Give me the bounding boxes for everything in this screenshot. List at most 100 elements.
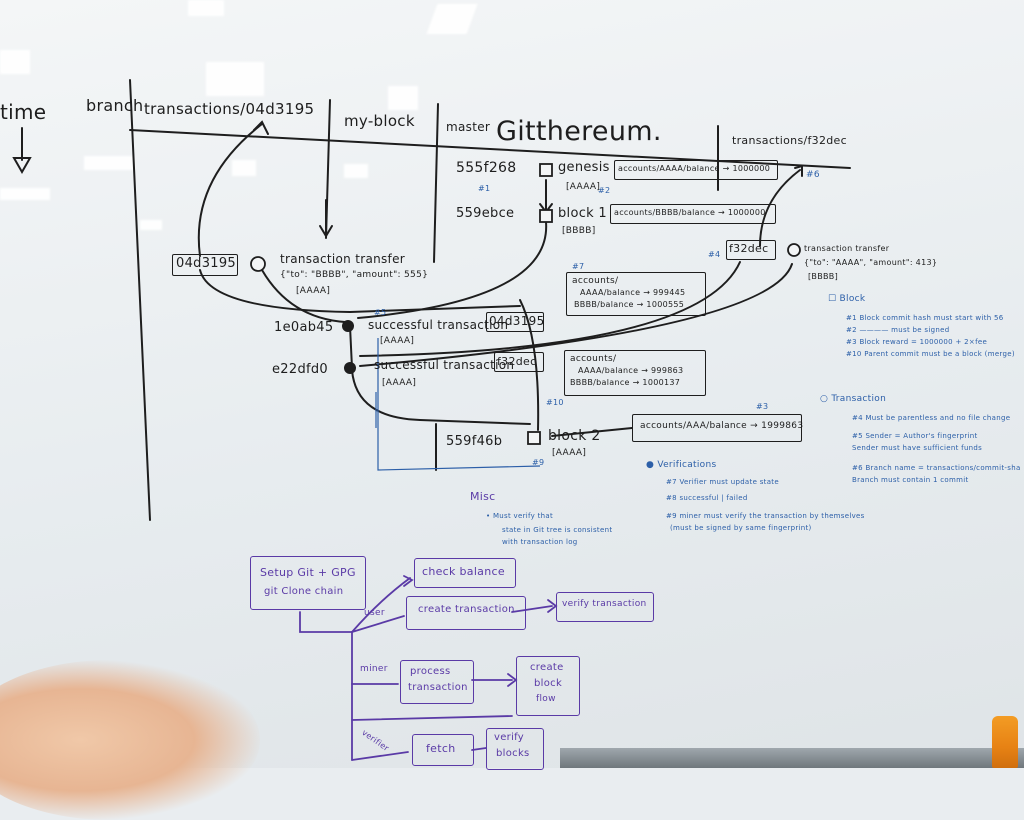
notes-misc-title: Misc — [470, 490, 496, 503]
tx2-hash-box — [726, 240, 776, 260]
notes-transaction-item: Branch must contain 1 commit — [852, 476, 969, 484]
notes-verifications-title: ● Verifications — [646, 460, 717, 470]
flow-verify-blocks-line2: blocks — [496, 748, 530, 759]
commit2-label: successful transaction — [374, 358, 515, 372]
commit1-hash: 1e0ab45 — [274, 320, 334, 335]
ceiling-light-reflection — [0, 188, 50, 200]
tx2-title: transaction transfer — [804, 244, 890, 253]
block1-hash: 559ebce — [456, 206, 515, 221]
block1-state-box — [610, 204, 776, 224]
flow-user-label: user — [364, 608, 385, 618]
block2-hash: 559f46b — [446, 434, 503, 449]
flow-fetch-box — [412, 734, 474, 766]
flow-verify-transaction-box — [556, 592, 654, 622]
notes-block-title-text: Block — [839, 294, 866, 304]
notes-verifications-title-text: Verifications — [657, 460, 717, 470]
block2-ref-10: #10 — [546, 398, 564, 407]
notes-verification-item: (must be signed by same fingerprint) — [670, 524, 812, 532]
block2-state-ref: #3 — [756, 402, 769, 411]
commit2-signer: [AAAA] — [382, 378, 417, 388]
notes-misc-text: Must verify that — [492, 512, 554, 520]
flow-create-transaction: create transaction — [418, 604, 515, 615]
genesis-hash: 555f268 — [456, 160, 517, 176]
ceiling-light-reflection — [188, 0, 224, 16]
flow-create-block-line1: create — [530, 662, 564, 673]
notes-transaction-title: ○ Transaction — [820, 394, 886, 404]
block1-signer: [BBBB] — [562, 226, 596, 236]
notes-transaction-item: #5 Sender = Author's fingerprint — [852, 432, 978, 440]
flow-create-block-line2: block — [534, 678, 563, 689]
block1-state: accounts/BBBB/balance → 1000000 — [614, 208, 766, 217]
genesis-state-box — [614, 160, 778, 180]
page-title: Gitthereum. — [496, 116, 662, 147]
genesis-signer: [AAAA] — [566, 182, 601, 192]
transactions-branch-label: transactions/04d3195 — [144, 100, 315, 118]
flow-setup-line1: Setup Git + GPG — [260, 566, 356, 579]
time-axis-label: time — [0, 100, 47, 124]
block2-state-box — [632, 414, 802, 442]
flow-check-balance: check balance — [422, 565, 505, 578]
tx1-signer: [AAAA] — [296, 286, 331, 296]
flow-verify-blocks-line1: verify — [494, 732, 525, 743]
commit2-state-line1: accounts/ — [570, 354, 617, 364]
tx2-ref: #4 — [708, 250, 721, 259]
flow-setup-line2: git Clone chain — [264, 586, 344, 597]
notes-verification-item: #7 Verifier must update state — [666, 478, 779, 486]
commit1-state-line1: accounts/ — [572, 276, 619, 286]
tx1-title: transaction transfer — [280, 252, 405, 266]
tx1-hash-box — [172, 254, 238, 276]
block1-ref: #2 — [598, 186, 611, 195]
notes-verification-item: #9 miner must verify the transaction by … — [666, 512, 865, 520]
checkbox-icon: ☐ — [828, 294, 837, 304]
genesis-ref: #1 — [478, 184, 491, 193]
flow-create-block-box — [516, 656, 580, 716]
commit1-signer: [AAAA] — [380, 336, 415, 346]
flow-check-balance-box — [414, 558, 516, 588]
notes-misc-item: state in Git tree is consistent — [502, 526, 613, 534]
ceiling-light-reflection — [388, 86, 418, 110]
board-tray — [560, 748, 1024, 768]
notes-misc-item: • Must verify that — [486, 512, 554, 520]
ceiling-light-reflection — [206, 62, 264, 96]
block1-label: block 1 — [558, 206, 607, 221]
commit2-state-box — [564, 350, 706, 396]
genesis-label: genesis — [558, 160, 610, 175]
notes-block-item: #1 Block commit hash must start with 56 — [846, 314, 1004, 322]
commit1-tx-box — [486, 312, 544, 332]
circle-icon: ○ — [820, 394, 829, 404]
block2-label: block 2 — [548, 428, 601, 444]
ref-6: #6 — [806, 170, 820, 180]
tx2-hash: f32dec — [729, 242, 769, 255]
ceiling-light-reflection — [140, 220, 162, 230]
genesis-state: accounts/AAAA/balance → 1000000 — [618, 164, 771, 173]
commit1-state-line2: AAAA/balance → 999445 — [580, 288, 686, 297]
ceiling-light-reflection — [232, 160, 256, 176]
notes-block-item: #3 Block reward = 1000000 + 2×fee — [846, 338, 988, 346]
flow-miner-label: miner — [360, 664, 388, 674]
bullet-icon: ● — [646, 460, 655, 470]
commit2-state-line2: AAAA/balance → 999863 — [578, 366, 684, 375]
ceiling-light-reflection — [84, 156, 134, 170]
flow-process-line1: process — [410, 666, 451, 677]
branch-column-label: branch — [86, 96, 144, 115]
commit1-state-box — [566, 272, 706, 316]
orange-bottle — [992, 716, 1018, 768]
flow-create-transaction-box — [406, 596, 526, 630]
tx1-hash: 04d3195 — [176, 256, 236, 271]
flow-process-line2: transaction — [408, 682, 468, 693]
commit1-tx: 04d3195 — [489, 314, 545, 328]
commit1-ref: #5 — [374, 308, 387, 317]
commit2-tx: f32dec — [497, 355, 537, 368]
block2-signer: [AAAA] — [552, 448, 587, 458]
commit1-state-line3: BBBB/balance → 1000555 — [574, 300, 685, 309]
flow-verify-transaction: verify transaction — [562, 599, 647, 609]
my-block-branch-label: my-block — [344, 112, 415, 130]
commit2-tx-box — [494, 352, 544, 372]
flow-fetch: fetch — [426, 742, 456, 755]
transactions-branch-2-label: transactions/f32dec — [732, 134, 847, 147]
notes-block-item: #10 Parent commit must be a block (merge… — [846, 350, 1015, 358]
master-branch-label: master — [446, 120, 491, 134]
tx1-payload: {"to": "BBBB", "amount": 555} — [280, 270, 429, 280]
commit2-state-line3: BBBB/balance → 1000137 — [570, 378, 681, 387]
